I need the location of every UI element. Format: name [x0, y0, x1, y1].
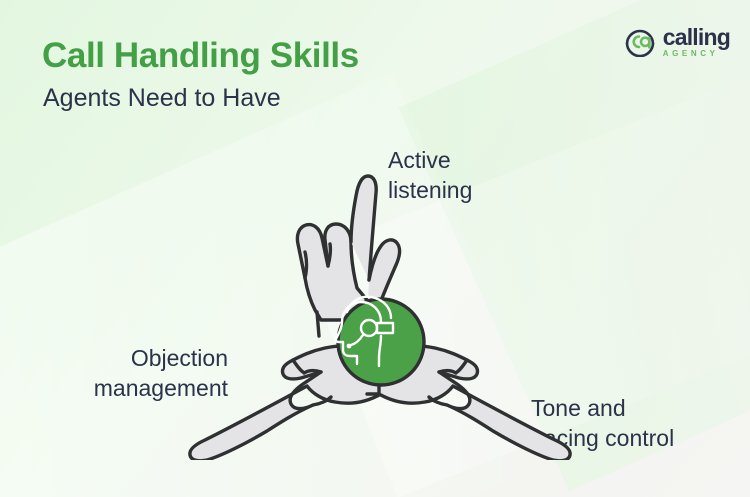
hand-pointing-down-right: [365, 344, 572, 460]
hand-pointing-up: [295, 174, 402, 342]
logo-wordmark: calling: [662, 24, 731, 50]
label-objection-management: Objection management: [93, 345, 228, 401]
logo-tagline: AGENCY: [662, 48, 719, 58]
brand-logo[interactable]: calling AGENCY: [623, 24, 731, 58]
label-tone-pacing-control: Tone and pacing control: [531, 395, 675, 451]
headset-agent-icon: [334, 295, 395, 368]
three-hands-illustration: [188, 174, 572, 460]
page-subtitle: Agents Need to Have: [43, 84, 281, 112]
label-active-listening: Active listening: [388, 147, 473, 203]
center-badge: [334, 295, 426, 387]
hand-pointing-down-left: [188, 344, 395, 460]
page-title: Call Handling Skills: [42, 36, 359, 75]
ca-monogram-headset-icon: [625, 30, 655, 58]
